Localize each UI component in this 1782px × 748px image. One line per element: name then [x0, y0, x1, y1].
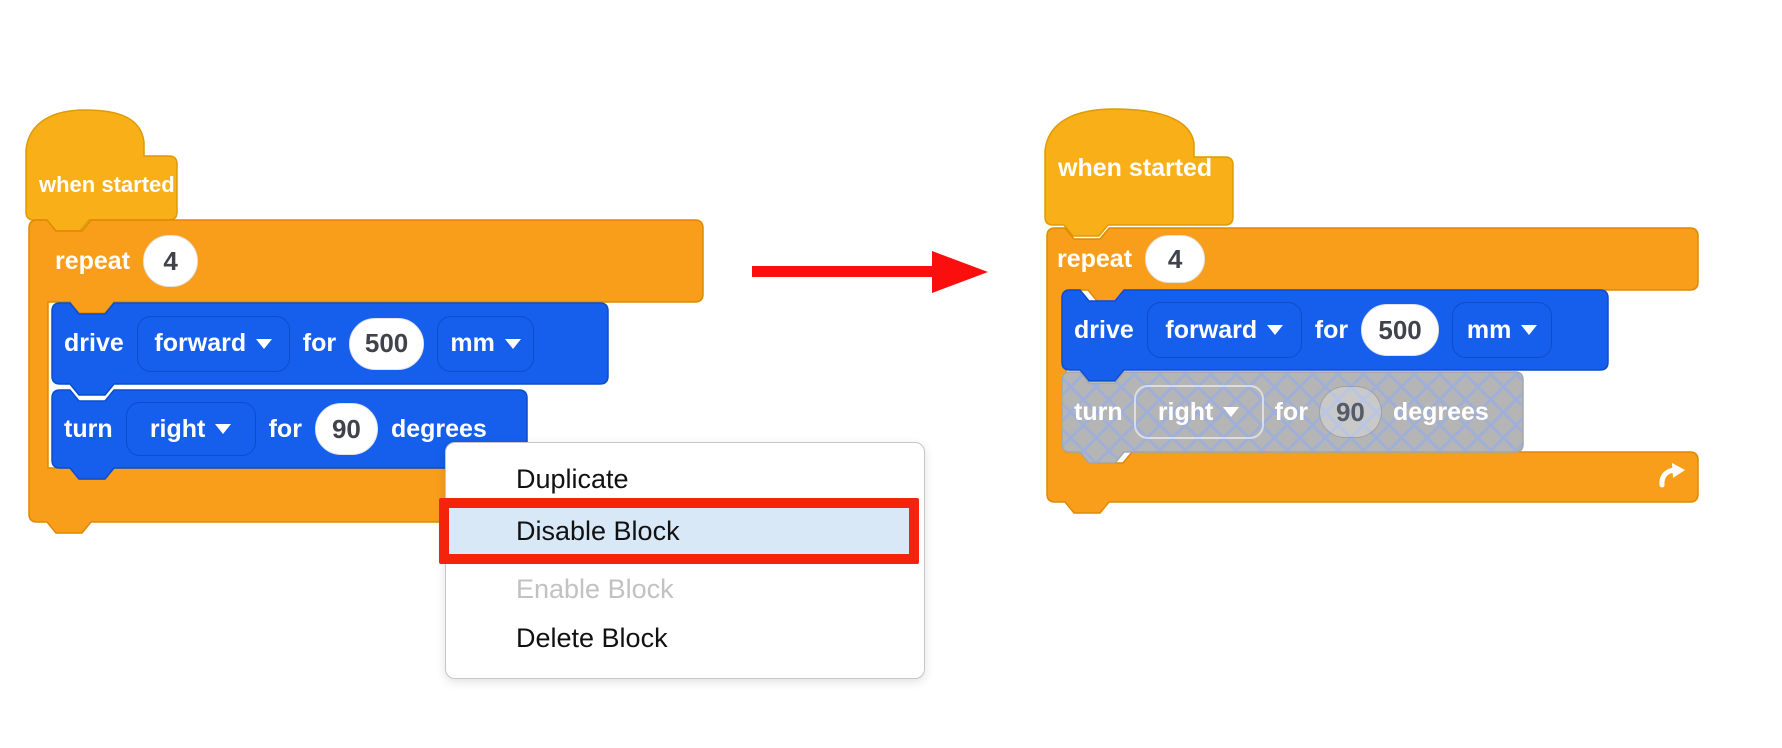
drive-direction-dropdown[interactable]: forward	[1146, 302, 1302, 358]
drive-block[interactable]: drive forward for 500 mm	[1058, 289, 1609, 382]
menu-item-disable-block[interactable]: Disable Block	[439, 498, 919, 564]
chevron-down-icon	[1223, 407, 1240, 417]
turn-label: turn	[64, 414, 113, 443]
hat-label: when started	[39, 172, 175, 197]
turn-angle-input[interactable]: 90	[314, 403, 378, 455]
drive-distance-input[interactable]: 500	[349, 317, 425, 370]
drive-for-label: for	[302, 329, 337, 357]
red-right-arrow-head	[932, 251, 988, 293]
chevron-down-icon	[215, 424, 232, 434]
drive-unit-dropdown[interactable]: mm	[1452, 302, 1553, 358]
drive-label: drive	[1074, 315, 1134, 344]
chevron-down-icon	[1267, 325, 1284, 335]
drive-unit-dropdown[interactable]: mm	[437, 315, 535, 372]
drive-block[interactable]: drive forward for 500 mm	[48, 302, 609, 396]
menu-item-delete-block[interactable]: Delete Block	[516, 623, 668, 653]
turn-for-label: for	[268, 414, 302, 443]
menu-item-enable-block: Enable Block	[516, 574, 674, 604]
when-started-hat-block[interactable]: when started	[23, 108, 178, 232]
repeat-block[interactable]: repeat 4	[1043, 227, 1699, 514]
when-started-hat-block[interactable]: when started	[1042, 107, 1234, 237]
loop-arrow-icon	[1655, 460, 1689, 490]
turn-for-label: for	[1274, 397, 1308, 426]
chevron-down-icon	[256, 338, 273, 349]
turn-block-disabled[interactable]: turn right for 90 degrees	[1058, 371, 1524, 464]
turn-direction-dropdown[interactable]: right	[1133, 385, 1264, 439]
turn-direction-dropdown[interactable]: right	[125, 402, 256, 456]
turn-label: turn	[1074, 397, 1123, 426]
repeat-label: repeat	[1057, 244, 1133, 273]
turn-unit-label: degrees	[390, 414, 487, 443]
turn-block[interactable]: turn right for 90 degrees	[48, 389, 528, 480]
drive-direction-dropdown[interactable]: forward	[136, 315, 290, 372]
chevron-down-icon	[504, 338, 521, 349]
red-right-arrow	[752, 266, 934, 277]
repeat-count-input[interactable]: 4	[143, 235, 199, 287]
drive-distance-input[interactable]: 500	[1361, 304, 1440, 356]
drive-for-label: for	[1314, 315, 1349, 344]
turn-angle-input[interactable]: 90	[1318, 386, 1382, 438]
hat-label: when started	[1058, 153, 1213, 182]
repeat-label: repeat	[55, 246, 131, 275]
menu-item-duplicate[interactable]: Duplicate	[516, 464, 629, 494]
turn-unit-label: degrees	[1392, 397, 1489, 426]
context-menu: Duplicate Disable Block Enable Block Del…	[439, 442, 925, 679]
repeat-count-input[interactable]: 4	[1145, 235, 1206, 283]
drive-label: drive	[64, 329, 124, 357]
chevron-down-icon	[1521, 325, 1538, 335]
